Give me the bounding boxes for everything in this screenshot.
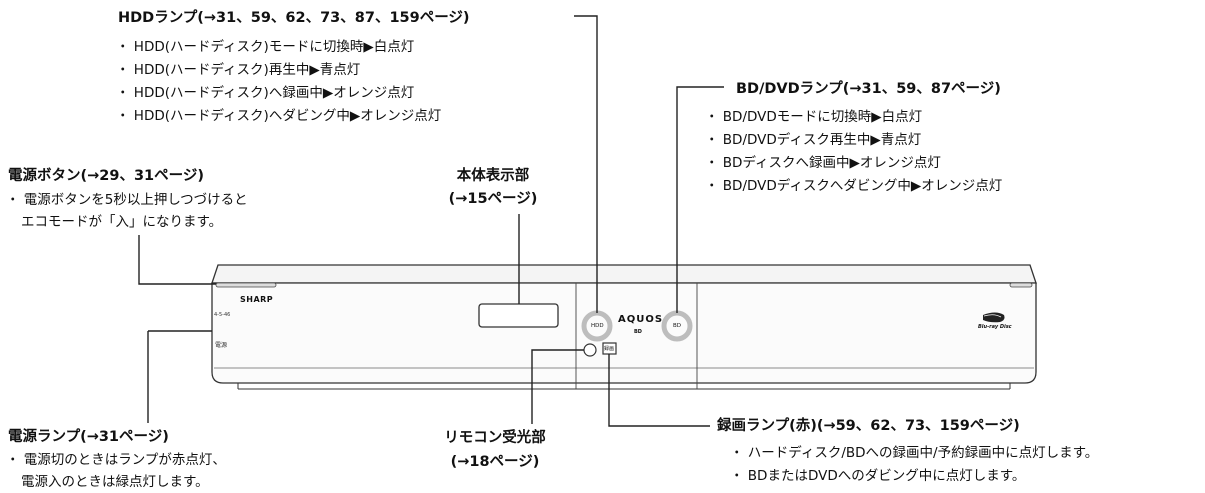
aquos-sub-label: BD: [634, 329, 642, 335]
leader-lines: [138, 15, 724, 427]
remote-title-line2: (→18ページ): [450, 454, 540, 470]
display-title-line1: 本体表示部: [456, 168, 530, 184]
bd-lamp-item-4: ・ BD/DVDディスクへダビング中▶オレンジ点灯: [705, 178, 1003, 194]
bd-lamp-item-2: ・ BD/DVDディスク再生中▶青点灯: [705, 132, 922, 148]
bluray-logo: [983, 312, 1005, 323]
power-button-title: 電源ボタン(→29、31ページ): [8, 168, 204, 184]
power-button-item-1: ・ 電源ボタンを5秒以上押しつづけると: [6, 192, 248, 208]
hdd-lamp-item-1: ・ HDD(ハードディスク)モードに切換時▶白点灯: [116, 39, 415, 55]
hdd-lamp-item-4: ・ HDD(ハードディスク)へダビング中▶オレンジ点灯: [116, 108, 442, 124]
rec-lamp-item-1: ・ ハードディスク/BDへの録画中/予約録画中に点灯します。: [730, 445, 1099, 461]
hdd-lamp-item-3: ・ HDD(ハードディスク)へ録画中▶オレンジ点灯: [116, 85, 415, 101]
power-label: 電源: [215, 342, 228, 349]
rec-lamp-item-2: ・ BDまたはDVDへのダビング中に点灯します。: [730, 468, 1026, 484]
brand-logo: SHARP: [240, 295, 274, 304]
aquos-logo: AQUOS: [618, 314, 664, 325]
model-small-text: 4-5-46: [214, 312, 231, 318]
rec-lamp-title: 録画ランプ(赤)(→59、62、73、159ページ): [717, 418, 1020, 434]
rec-lamp-label: 録画: [604, 346, 615, 352]
bd-lamp-item-1: ・ BD/DVDモードに切換時▶白点灯: [705, 109, 923, 125]
hdd-ring-label: HDD: [591, 323, 604, 329]
power-lamp-item-2: 電源入のときは緑点灯します。: [21, 474, 209, 490]
bluray-text: Blu-ray Disc: [978, 324, 1012, 330]
bd-ring-label: BD: [673, 323, 682, 329]
remote-sensor-icon: [583, 343, 597, 357]
hdd-lamp-title: HDDランプ(→31、59、62、73、87、159ページ): [118, 10, 470, 26]
power-button-item-2: エコモードが「入」になります。: [21, 214, 223, 230]
bd-lamp-item-3: ・ BDディスクへ録画中▶オレンジ点灯: [705, 155, 941, 171]
hdd-lamp-item-2: ・ HDD(ハードディスク)再生中▶青点灯: [116, 62, 361, 78]
display-title-line2: (→15ページ): [448, 191, 538, 207]
bd-lamp-title: BD/DVDランプ(→31、59、87ページ): [736, 81, 1001, 97]
power-lamp-title: 電源ランプ(→31ページ): [8, 429, 169, 445]
power-lamp-item-1: ・ 電源切のときはランプが赤点灯、: [6, 452, 226, 468]
recorder-body: [211, 264, 1037, 390]
remote-title-line1: リモコン受光部: [444, 430, 546, 446]
